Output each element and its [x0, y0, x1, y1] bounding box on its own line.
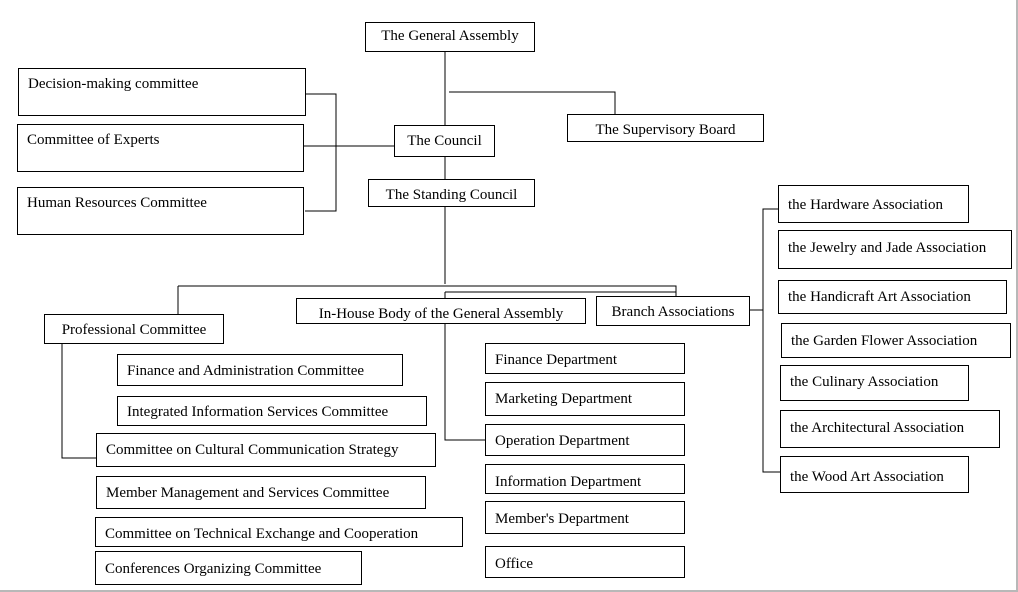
line-branch-spine — [750, 208, 780, 473]
hardware-association-node: the Hardware Association — [778, 185, 969, 223]
human-resources-committee-node: Human Resources Committee — [17, 187, 304, 235]
supervisory-board-node: The Supervisory Board — [567, 114, 764, 142]
line-supervisory-board — [449, 91, 616, 114]
line-inhouse-departments — [444, 324, 485, 441]
line-council-committees — [303, 93, 394, 212]
member-management-services-committee-node: Member Management and Services Committee — [96, 476, 426, 509]
culinary-association-node: the Culinary Association — [780, 365, 969, 401]
general-assembly-node: The General Assembly — [365, 22, 535, 52]
handicraft-art-association-node: the Handicraft Art Association — [778, 280, 1007, 314]
standing-council-node: The Standing Council — [368, 179, 535, 207]
committee-of-experts-node: Committee of Experts — [17, 124, 304, 172]
office-node: Office — [485, 546, 685, 578]
technical-exchange-cooperation-committee-node: Committee on Technical Exchange and Coop… — [95, 517, 463, 547]
cultural-communication-strategy-committee-node: Committee on Cultural Communication Stra… — [96, 433, 436, 467]
jewelry-jade-association-node: the Jewelry and Jade Association — [778, 230, 1012, 269]
finance-administration-committee-node: Finance and Administration Committee — [117, 354, 403, 386]
branch-associations-node: Branch Associations — [596, 296, 750, 326]
operation-department-node: Operation Department — [485, 424, 685, 456]
information-department-node: Information Department — [485, 464, 685, 494]
bottom-edge-rule — [0, 590, 1018, 592]
members-department-node: Member's Department — [485, 501, 685, 534]
right-edge-rule — [1016, 0, 1018, 592]
council-node: The Council — [394, 125, 495, 157]
line-professional-spine — [61, 343, 96, 459]
line-main-bus — [178, 285, 677, 298]
in-house-body-node: In-House Body of the General Assembly — [296, 298, 586, 324]
conferences-organizing-committee-node: Conferences Organizing Committee — [95, 551, 362, 585]
professional-committee-node: Professional Committee — [44, 314, 224, 344]
decision-making-committee-node: Decision-making committee — [18, 68, 306, 116]
wood-art-association-node: the Wood Art Association — [780, 456, 969, 493]
integrated-information-services-committee-node: Integrated Information Services Committe… — [117, 396, 427, 426]
marketing-department-node: Marketing Department — [485, 382, 685, 416]
architectural-association-node: the Architectural Association — [780, 410, 1000, 448]
garden-flower-association-node: the Garden Flower Association — [781, 323, 1011, 358]
finance-department-node: Finance Department — [485, 343, 685, 374]
